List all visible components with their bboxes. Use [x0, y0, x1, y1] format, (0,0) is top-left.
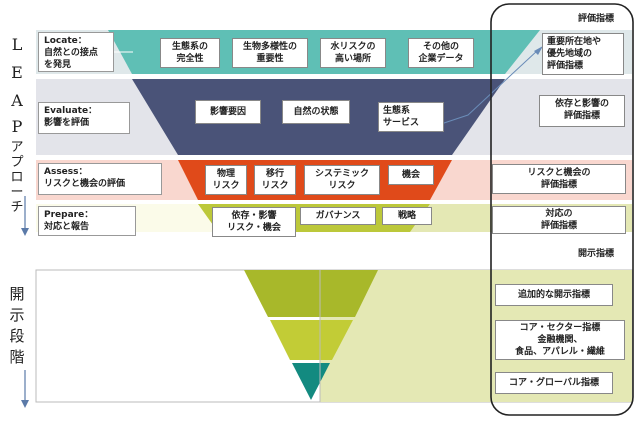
prepare-item-dependency-impact: 依存・影響 リスク・機会 [212, 207, 296, 237]
prepare-item-strategy: 戦略 [382, 207, 432, 225]
evaluate-connector-line [431, 49, 539, 128]
disclosure-indicators-header: 開示指標 [578, 249, 615, 259]
assess-item-opportunity: 機会 [388, 165, 434, 185]
phase-prepare: Prepare： 対応と報告 [38, 206, 136, 236]
indicator-response: 対応の 評価指標 [492, 206, 626, 234]
leap-letter-l: L [11, 35, 23, 54]
phase-locate: Locate： 自然との接点 を発見 [38, 32, 114, 72]
prepare-item-governance: ガバナンス [300, 207, 376, 225]
leap-letter-a: A [11, 91, 23, 110]
phase-evaluate: Evaluate： 影響を評価 [38, 102, 130, 134]
disclosure-core-sector: コア・セクター指標 金融機関、 食品、アパレル・繊維 [495, 320, 625, 360]
indicator-priority-locations: 重要所在地や 優先地域の 評価指標 [542, 33, 624, 75]
disclosure-top-layer [244, 270, 378, 317]
indicator-dependency-impact: 依存と影響の 評価指標 [539, 95, 625, 127]
assess-item-transition-risk: 移行 リスク [254, 165, 296, 195]
evaluate-item-state-of-nature: 自然の状態 [282, 100, 350, 124]
evaluate-item-ecosystem-services: 生態系 サービス [378, 102, 444, 132]
locate-item-other-data: その他の 企業データ [408, 38, 474, 68]
indicator-column-frame [490, 3, 634, 416]
disclosure-stage-label: 開 示 段 階 [9, 285, 25, 366]
approach-label: ア プ ロ ー チ [10, 140, 24, 215]
phase-assess: Assess： リスクと機会の評価 [38, 163, 162, 195]
indicators-header: 評価指標 [578, 14, 615, 24]
leap-letter-e: E [11, 63, 23, 82]
locate-item-water-risk: 水リスクの 高い場所 [320, 38, 386, 68]
disclosure-core-global: コア・グローバル指標 [495, 372, 613, 394]
disclosure-mid-layer [270, 320, 353, 360]
locate-item-ecosystem-integrity: 生態系の 完全性 [160, 38, 220, 68]
assess-item-physical-risk: 物理 リスク [205, 165, 247, 195]
locate-item-biodiversity-importance: 生物多様性の 重要性 [232, 38, 308, 68]
evaluate-item-drivers: 影響要因 [195, 100, 261, 124]
assess-item-systemic-risk: システミック リスク [304, 165, 380, 195]
leap-letter-p: P [11, 117, 23, 136]
disclosure-additional: 追加的な開示指標 [495, 284, 613, 306]
indicator-risk-opportunity: リスクと機会の 評価指標 [492, 164, 626, 194]
